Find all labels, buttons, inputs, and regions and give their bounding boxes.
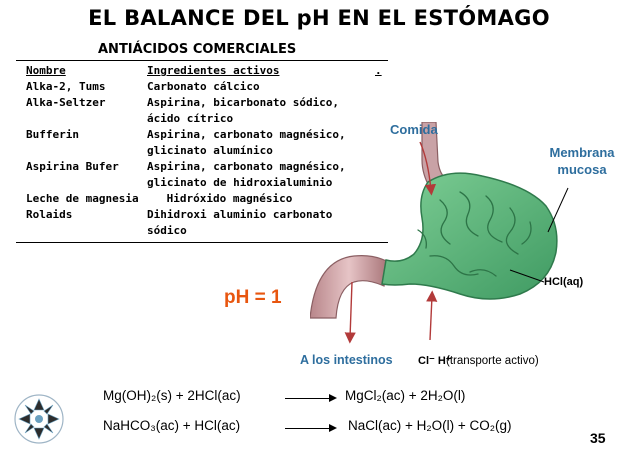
header-ingredientes: Ingredientes activos: [147, 64, 280, 77]
antacid-name: Aspirina Bufer: [26, 160, 119, 173]
equation-2-arrow: [285, 424, 337, 433]
antacid-ingredients: glicinato alumínico: [147, 144, 273, 157]
antacid-ingredients: Hidróxido magnésico: [166, 192, 293, 205]
antacid-ingredients: Aspirina, carbonato magnésico,: [147, 160, 346, 173]
equation-1-arrow: [285, 394, 337, 403]
intestine-label: A los intestinos: [300, 353, 393, 367]
table-row-continued: sódico: [26, 223, 382, 239]
equation-2-right: NaCl(ac) + H₂O(l) + CO₂(g): [348, 418, 512, 433]
page-title: EL BALANCE DEL pH EN EL ESTÓMAGO: [88, 6, 550, 30]
antacid-name: Rolaids: [26, 208, 73, 221]
hcl-label: HCl(aq): [544, 276, 584, 288]
equation-1-left: Mg(OH)₂(s) + 2HCl(ac): [103, 388, 241, 403]
table-row: Alka-2, Tums Carbonato cálcico: [26, 79, 382, 95]
hcl-pointer: [509, 269, 545, 283]
antacid-name: Alka-2, Tums: [26, 80, 106, 93]
antacid-ingredients: Aspirina, bicarbonato sódico,: [147, 96, 340, 109]
table-bottom-rule: [16, 242, 388, 243]
mucosa-pointer: [547, 187, 569, 233]
header-nombre: Nombre: [26, 64, 66, 77]
antacid-ingredients: Carbonato cálcico: [147, 80, 260, 93]
ions-label: Cl⁻ H⁺: [418, 355, 452, 367]
table-row: Alka-Seltzer Aspirina, bicarbonato sódic…: [26, 95, 382, 111]
table-header: Nombre Ingredientes activos .: [26, 63, 382, 79]
table-top-rule: [16, 60, 388, 61]
equation-1-right: MgCl₂(ac) + 2H₂O(l): [345, 388, 466, 403]
table-row: Leche de magnesia Hidróxido magnésico: [26, 191, 382, 207]
stomach-body: [381, 172, 558, 300]
active-transport-label: (transporte activo): [446, 355, 539, 367]
mucosa-label: Membrana mucosa: [549, 145, 615, 177]
antacid-ingredients: glicinato de hidroxialuminio: [147, 176, 333, 189]
antacid-ingredients: sódico: [147, 224, 187, 237]
ions-arrow: [426, 290, 438, 341]
table-row-continued: ácido cítrico: [26, 111, 382, 127]
food-arrow: [419, 141, 437, 196]
antacid-name: Leche de magnesia: [26, 192, 139, 205]
ph-value: pH = 1: [224, 287, 282, 308]
table-row: Rolaids Dihidroxi aluminio carbonato: [26, 207, 382, 223]
table-row: Aspirina Bufer Aspirina, carbonato magné…: [26, 159, 382, 175]
antacid-name: Alka-Seltzer: [26, 96, 106, 109]
table-row-continued: glicinato de hidroxialuminio: [26, 175, 382, 191]
food-label: Comida: [390, 122, 438, 137]
intestine-arrow: [344, 281, 356, 344]
equation-2-left: NaHCO₃(ac) + HCl(ac): [103, 418, 241, 433]
antacid-ingredients: ácido cítrico: [147, 112, 234, 125]
antacid-ingredients: Dihidroxi aluminio carbonato: [147, 208, 333, 221]
table-row-continued: glicinato alumínico: [26, 143, 382, 159]
header-dot: .: [375, 64, 382, 77]
table-row: Bufferin Aspirina, carbonato magnésico,: [26, 127, 382, 143]
antacids-table: Nombre Ingredientes activos . Alka-2, Tu…: [26, 63, 382, 239]
page-number: 35: [590, 430, 606, 446]
mucosa-folds: [417, 191, 532, 277]
antacid-name: Bufferin: [26, 128, 79, 141]
logo-icon: [14, 394, 64, 444]
table-title: ANTIÁCIDOS COMERCIALES: [98, 42, 297, 57]
antacid-ingredients: Aspirina, carbonato magnésico,: [147, 128, 346, 141]
